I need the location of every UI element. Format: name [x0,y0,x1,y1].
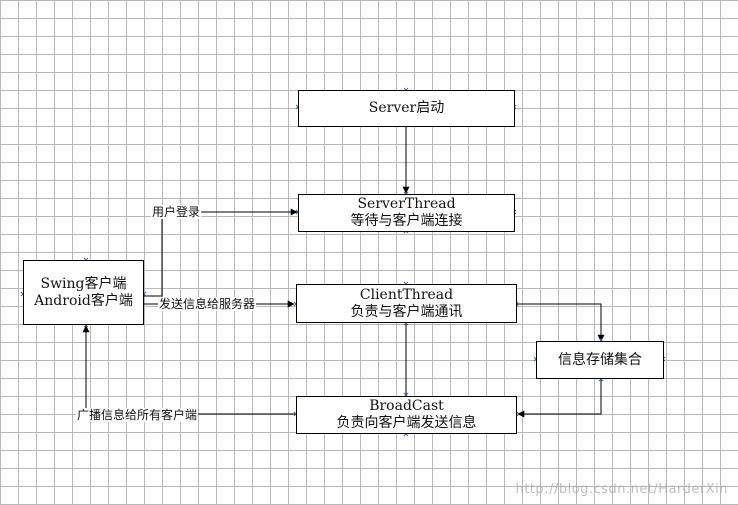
node-client-swing: Swing客户端 [40,275,127,292]
node-client-thread-title: ClientThread [359,286,454,303]
edge-clientthread-to-store [517,303,605,342]
edge-label-send: 发送信息给服务器 [158,297,257,311]
edge-client-login [144,208,298,297]
node-info-store[interactable]: 信息存储集合 [536,341,664,379]
node-client-thread[interactable]: ClientThread 负责与客户端通讯 [296,284,517,323]
edge-label-login: 用户登录 [151,205,202,219]
watermark-text: http://blog.csdn.net/HarderXin [515,482,728,497]
node-server-start-label: Server启动 [368,100,445,116]
node-info-store-label: 信息存储集合 [558,351,642,368]
edge-label-broadcast-all: 广播信息给所有客户端 [76,408,199,422]
node-client-android: Android客户端 [34,292,133,309]
node-broadcast[interactable]: BroadCast 负责向客户端发送信息 [296,396,517,434]
node-server-start[interactable]: Server启动 [298,90,515,127]
node-broadcast-desc: 负责向客户端发送信息 [336,415,477,431]
edge-store-to-broadcast [517,380,602,418]
node-server-thread[interactable]: ServerThread 等待与客户端连接 [298,194,515,232]
node-client[interactable]: Swing客户端 Android客户端 [23,260,144,325]
node-server-thread-title: ServerThread [357,196,456,212]
node-broadcast-title: BroadCast [369,398,444,414]
edge-broadcast-to-client [82,325,296,415]
node-server-thread-desc: 等待与客户端连接 [350,213,463,229]
node-client-thread-desc: 负责与客户端通讯 [350,303,463,320]
